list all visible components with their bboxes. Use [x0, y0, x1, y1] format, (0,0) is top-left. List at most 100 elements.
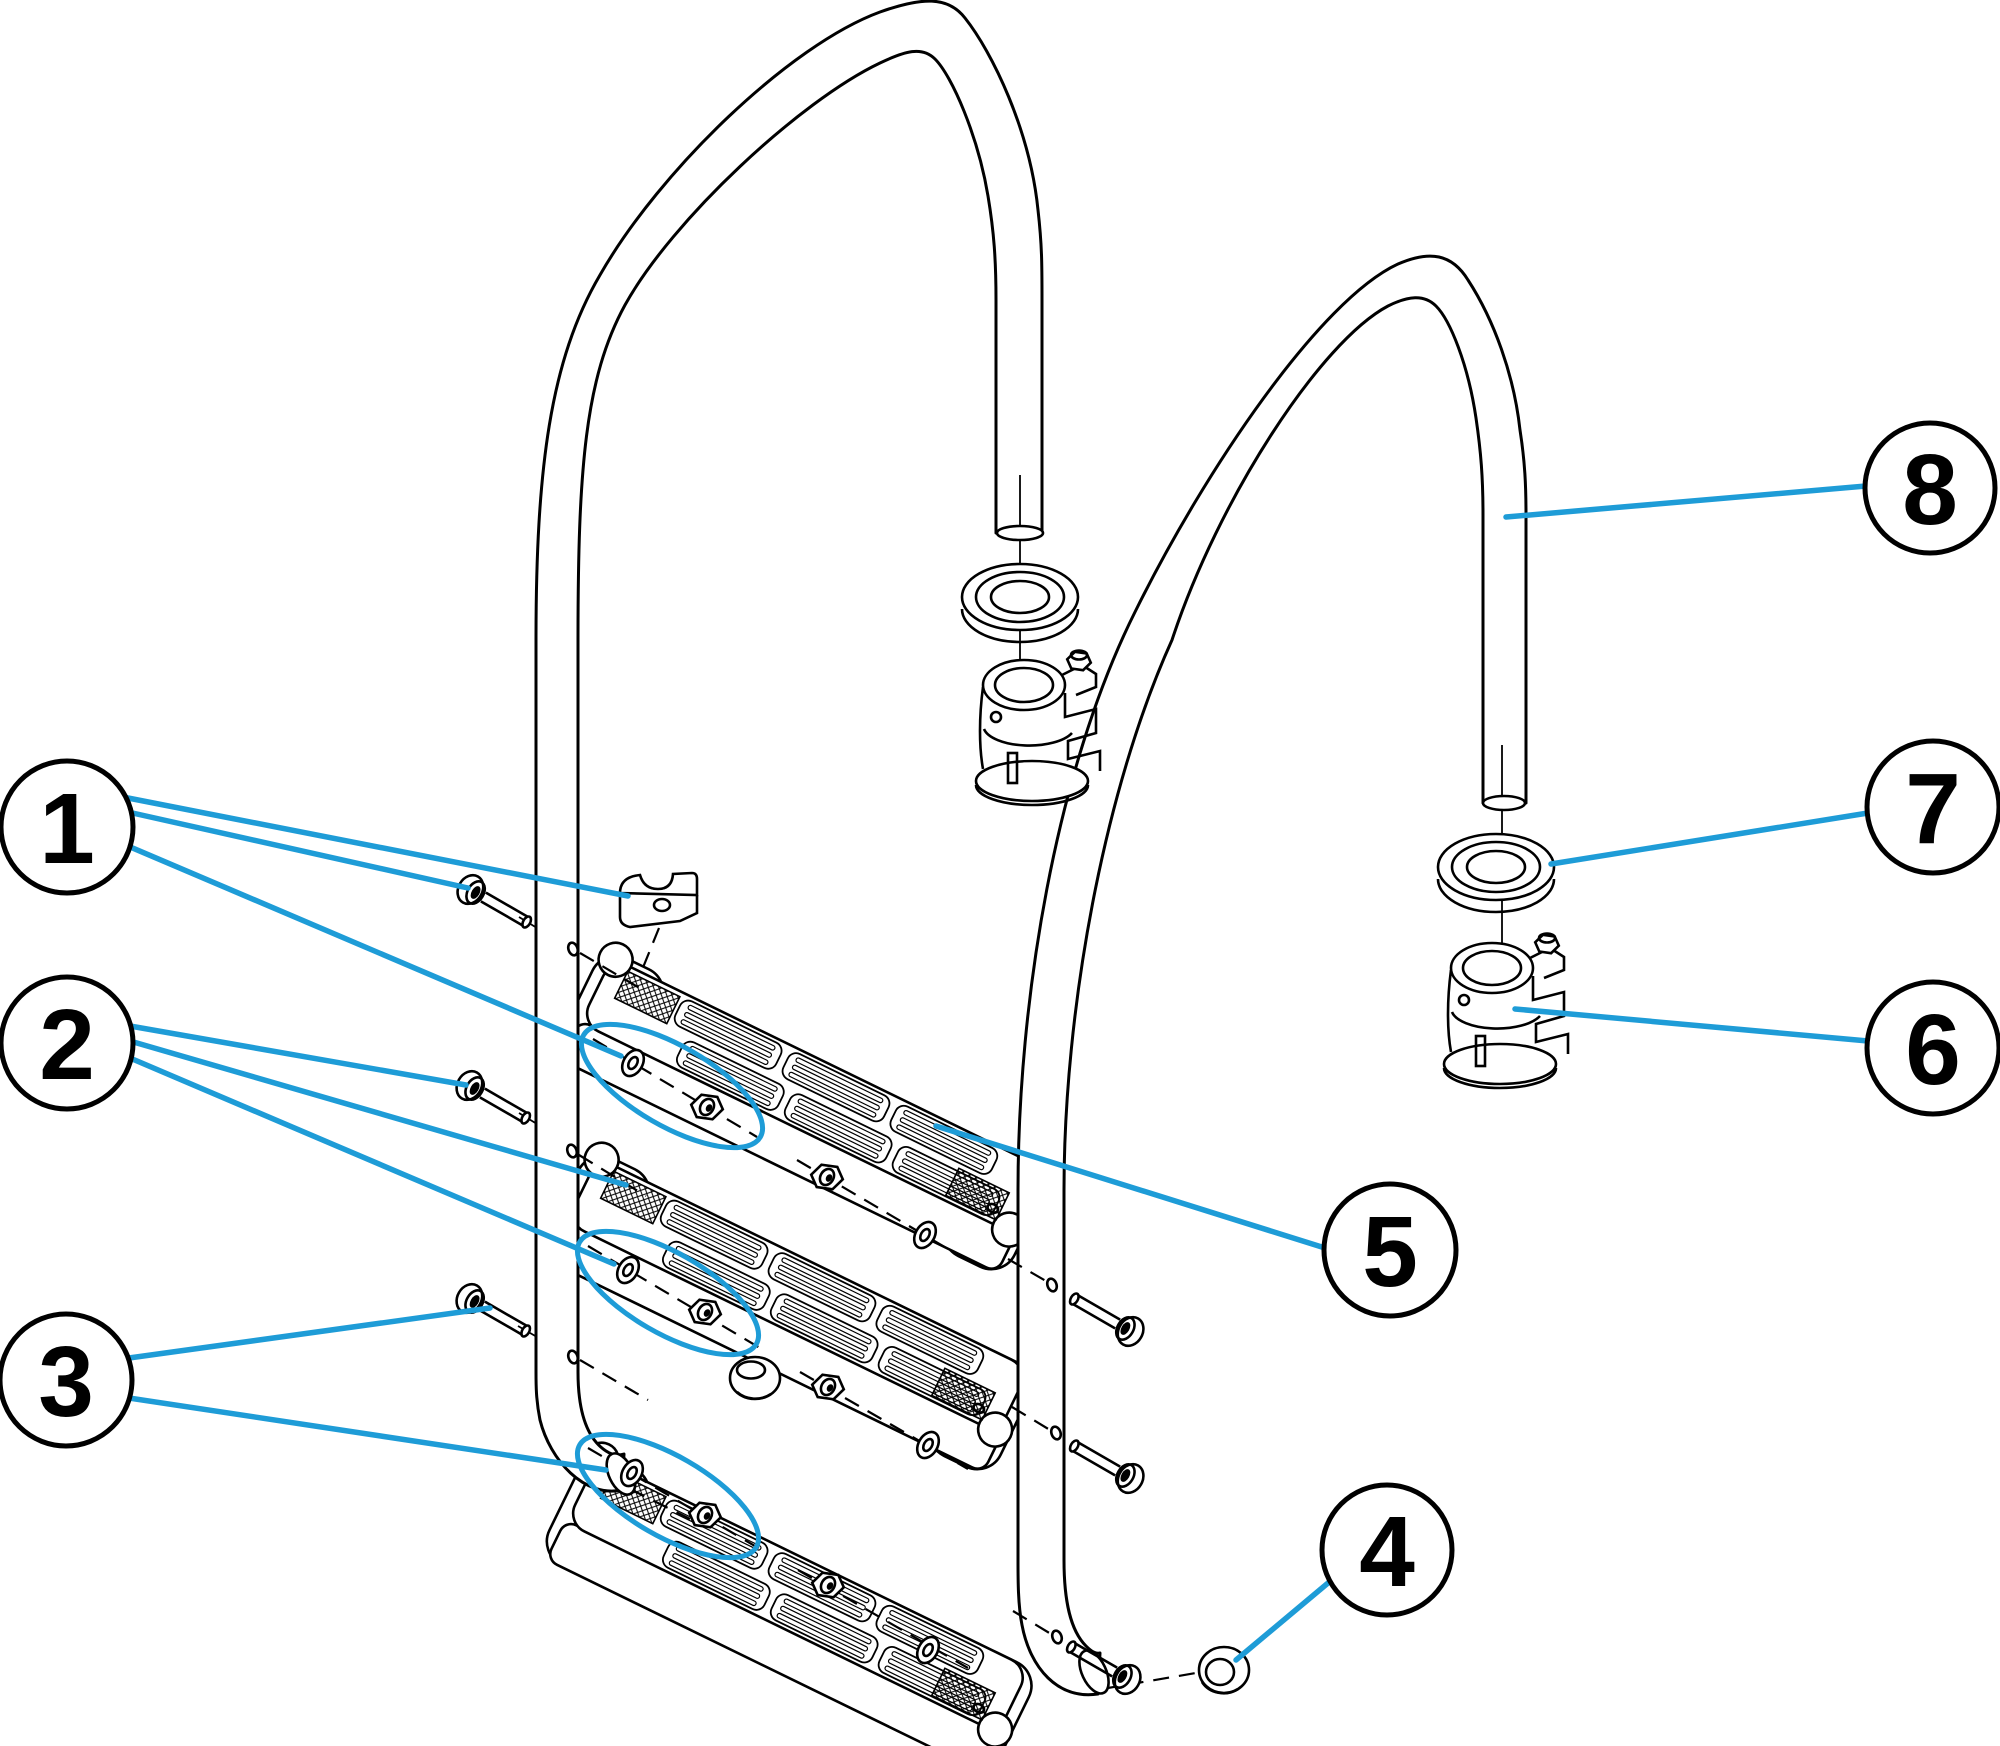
highlight-ellipse	[578, 1021, 766, 1151]
step-slot	[898, 1165, 987, 1212]
step-slot	[887, 1358, 976, 1405]
rail-bolt-hole	[1050, 1629, 1064, 1645]
step-slot	[675, 1545, 764, 1592]
step-slot	[672, 1553, 761, 1599]
step-slot	[887, 1658, 976, 1705]
step-slot	[795, 1057, 884, 1104]
assembly-axis-dashed	[640, 927, 661, 971]
washer	[615, 1255, 641, 1285]
step-slot	[673, 1204, 762, 1251]
step-slot	[794, 1105, 883, 1152]
step-slot	[899, 1117, 988, 1164]
step-slot	[783, 1598, 872, 1645]
step-slot-pad	[769, 1593, 879, 1664]
step-slot-pad	[662, 1540, 771, 1611]
callout-1: 1	[0, 758, 136, 896]
hex-nut	[689, 1093, 725, 1121]
callout-number-6: 6	[1905, 994, 1961, 1106]
step-slot	[668, 1260, 757, 1307]
step-slot	[891, 1351, 980, 1397]
step-grip-hatch	[613, 970, 681, 1025]
anchor-wedge-clamp	[974, 649, 1102, 807]
assembly-axis-dashed	[587, 1245, 761, 1349]
step-rail-notch	[976, 1411, 1014, 1448]
assembly-axis-dashed	[1007, 1258, 1047, 1282]
step-slot	[774, 1271, 863, 1318]
leader-line-3	[126, 1305, 493, 1361]
step-slot	[776, 1312, 865, 1359]
leader-line-2	[127, 1038, 629, 1188]
step-slot	[780, 1605, 869, 1652]
leader-line-5	[933, 1123, 1328, 1251]
callout-5: 5	[1321, 1181, 1459, 1319]
step-slot	[791, 1064, 880, 1111]
hex-nut	[687, 1501, 723, 1529]
step-support-bracket	[618, 871, 699, 929]
leader-line-4	[1233, 1575, 1337, 1663]
step-slot	[788, 1071, 877, 1118]
step-slot	[891, 1651, 980, 1697]
callout-3: 3	[0, 1311, 135, 1449]
step-slot	[687, 1004, 776, 1051]
rear-rail-tube	[1016, 254, 1528, 1697]
step-slot-pad	[662, 1240, 771, 1311]
leader-line-2	[127, 1023, 469, 1088]
hex-nut	[810, 1571, 846, 1599]
hex-nut	[687, 1298, 723, 1326]
step-slot	[673, 1504, 762, 1551]
step-slot-pad	[659, 1199, 769, 1270]
step-slot	[684, 1011, 773, 1058]
rail-bolt-hole	[566, 941, 580, 957]
step-slot	[666, 1219, 755, 1266]
step-slot	[783, 1298, 872, 1345]
step-slot	[797, 1098, 886, 1145]
callout-8: 8	[1862, 420, 1998, 556]
callout-6: 6	[1864, 979, 2000, 1117]
washer	[915, 1430, 941, 1460]
step-bolt	[1065, 1640, 1142, 1696]
step-rail-notch	[976, 1711, 1014, 1746]
hex-nut	[810, 1373, 846, 1401]
highlight-ellipse	[574, 1431, 762, 1561]
step-slot	[670, 1511, 759, 1558]
callout-2: 2	[0, 974, 136, 1112]
step-slot	[896, 1124, 985, 1171]
step-slot	[776, 1612, 865, 1659]
callout-number-8: 8	[1902, 434, 1958, 546]
step-slot	[680, 1019, 769, 1066]
tube-mouth	[995, 524, 1045, 542]
leader-line-1	[125, 843, 624, 1059]
callout-number-1: 1	[39, 773, 95, 885]
leader-line-7	[1548, 810, 1871, 867]
tube-mouth	[1481, 794, 1527, 812]
step-bushing	[728, 1355, 782, 1401]
step-bolt	[455, 1282, 532, 1338]
hex-nut	[809, 1163, 845, 1191]
rail-bolt-hole	[566, 1349, 580, 1365]
step-pin-hole	[972, 1702, 986, 1714]
callout-number-4: 4	[1359, 1496, 1415, 1608]
front-rail-tube	[534, 0, 1044, 1493]
leader-line-1	[125, 809, 471, 891]
step-slot-pad	[875, 1304, 985, 1375]
escutcheon-ring	[1436, 832, 1556, 914]
rail-bolt-hole	[1049, 1425, 1063, 1441]
callout-number-5: 5	[1362, 1196, 1418, 1308]
step-bolt	[1068, 1292, 1145, 1348]
step-slot-pad	[767, 1252, 877, 1323]
assembly-axis-dashed	[578, 1154, 647, 1197]
leader-line-3	[126, 1395, 609, 1473]
step-slot	[682, 1060, 771, 1107]
step-slot-pad	[673, 999, 783, 1070]
step-slot	[675, 1245, 764, 1292]
step-slot	[777, 1264, 866, 1311]
step-slot	[885, 1317, 974, 1364]
step-slot	[889, 1609, 978, 1656]
rail-bolt-hole	[1045, 1277, 1059, 1293]
rail-bolt-hole	[565, 1143, 579, 1159]
assembly-axis-dashed	[1011, 1406, 1051, 1431]
step-bolt	[456, 873, 533, 929]
callout-number-2: 2	[39, 989, 95, 1101]
